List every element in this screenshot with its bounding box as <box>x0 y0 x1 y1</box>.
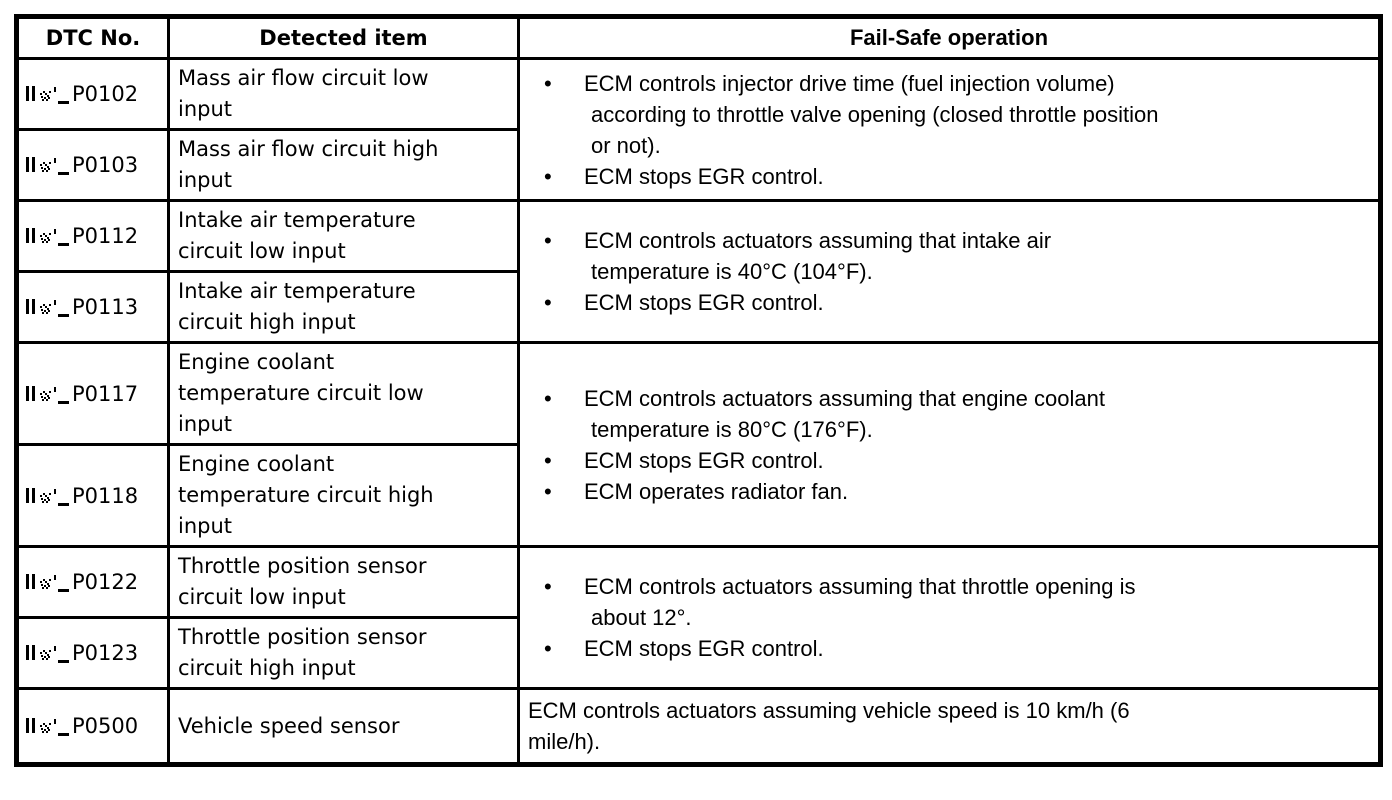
failsafe-text: ECM stops EGR control. <box>584 447 824 473</box>
dtc-code-cell: P0500 <box>15 687 170 766</box>
corrupted-prefix-icon <box>26 384 71 404</box>
corrupted-prefix-icon <box>26 572 71 592</box>
corrupted-prefix-icon <box>26 155 71 175</box>
failsafe-bullet-item: • ECM controls injector drive time (fuel… <box>540 68 1372 161</box>
failsafe-text: ECM controls actuators assuming that eng… <box>584 385 1105 442</box>
failsafe-bullet-item: • ECM stops EGR control. <box>540 633 1372 664</box>
corrupted-prefix-icon <box>26 716 71 736</box>
table-row: P0118 Engine coolant temperature circuit… <box>15 443 1381 548</box>
header-row: DTC No. Detected item Fail-Safe operatio… <box>15 15 1382 60</box>
bullet-icon: • <box>544 290 552 315</box>
bullet-icon: • <box>544 385 552 411</box>
bullet-icon: • <box>544 228 552 253</box>
dtc-code-cell: P0102 <box>15 57 170 131</box>
table-row: P0122 Throttle position sensor circuit l… <box>15 545 1382 690</box>
corrupted-prefix-icon <box>26 297 71 317</box>
failsafe-text: ECM operates radiator fan. <box>584 478 849 504</box>
table-row: P0102 Mass air flow circuit low input • … <box>15 57 1382 202</box>
column-header-failsafe: Fail-Safe operation <box>517 15 1382 60</box>
dtc-code: P0117 <box>72 381 139 406</box>
dtc-code: P0113 <box>72 295 139 319</box>
bullet-icon: • <box>544 447 552 473</box>
failsafe-bullet-item: • ECM controls actuators assuming that e… <box>540 383 1372 445</box>
bullet-icon: • <box>544 636 552 661</box>
failsafe-bullet-item: • ECM controls actuators assuming that t… <box>540 571 1372 633</box>
dtc-code: P0500 <box>72 714 139 738</box>
dtc-failsafe-table: DTC No. Detected item Fail-Safe operatio… <box>14 14 1383 767</box>
failsafe-bullet-item: • ECM controls actuators assuming that i… <box>540 225 1372 287</box>
failsafe-text: ECM stops EGR control. <box>584 290 824 315</box>
detected-item-cell: Engine coolant temperature circuit low i… <box>167 341 520 446</box>
dtc-code: P0118 <box>72 483 139 508</box>
dtc-code: P0102 <box>72 82 139 106</box>
failsafe-bullet-item: • ECM operates radiator fan. <box>540 476 1372 507</box>
failsafe-text: ECM stops EGR control. <box>584 636 824 661</box>
detected-item-cell: Mass air flow circuit high input <box>167 128 520 202</box>
failsafe-cell: ECM controls actuators assuming vehicle … <box>517 687 1382 766</box>
dtc-code: P0112 <box>72 224 139 248</box>
table-row: P0500 Vehicle speed sensor ECM controls … <box>15 687 1382 766</box>
dtc-code: P0103 <box>72 153 139 177</box>
failsafe-text: ECM controls injector drive time (fuel i… <box>584 70 1159 158</box>
detected-item-cell: Throttle position sensor circuit low inp… <box>167 545 520 619</box>
detected-item-cell: Mass air flow circuit low input <box>167 57 520 131</box>
table-row: P0113 Intake air temperature circuit hig… <box>15 270 1381 344</box>
dtc-code-cell: P0118 <box>15 443 170 548</box>
detected-item-cell: Throttle position sensor circuit high in… <box>167 616 520 690</box>
table-row: P0117 Engine coolant temperature circuit… <box>15 341 1382 548</box>
bullet-icon: • <box>544 574 552 599</box>
detected-item-cell: Intake air temperature circuit high inpu… <box>167 270 520 344</box>
failsafe-text: ECM controls actuators assuming that int… <box>584 228 1052 284</box>
bullet-icon: • <box>544 163 552 189</box>
failsafe-bullet-item: • ECM stops EGR control. <box>540 287 1372 318</box>
table-row: P0103 Mass air flow circuit high input <box>15 128 1381 202</box>
dtc-code-cell: P0113 <box>15 270 170 344</box>
table-row: P0112 Intake air temperature circuit low… <box>15 199 1382 344</box>
corrupted-prefix-icon <box>26 226 71 246</box>
column-header-dtc-no: DTC No. <box>15 15 170 60</box>
failsafe-cell: • ECM controls actuators assuming that e… <box>517 341 1382 548</box>
detected-item-cell: Engine coolant temperature circuit high … <box>167 443 520 548</box>
failsafe-text: ECM controls actuators assuming vehicle … <box>528 698 1130 754</box>
dtc-code-cell: P0103 <box>15 128 170 202</box>
column-header-detected-item: Detected item <box>167 15 520 60</box>
detected-item-cell: Intake air temperature circuit low input <box>167 199 520 273</box>
dtc-code-cell: P0112 <box>15 199 170 273</box>
dtc-code: P0122 <box>72 570 139 594</box>
corrupted-prefix-icon <box>26 643 71 663</box>
corrupted-prefix-icon <box>26 486 71 506</box>
detected-item-cell: Vehicle speed sensor <box>167 687 520 766</box>
failsafe-bullet-item: • ECM stops EGR control. <box>540 445 1372 476</box>
table-row: P0123 Throttle position sensor circuit h… <box>15 616 1381 690</box>
dtc-code: P0123 <box>72 641 139 665</box>
failsafe-text: ECM controls actuators assuming that thr… <box>584 574 1136 630</box>
dtc-code-cell: P0123 <box>15 616 170 690</box>
failsafe-cell: • ECM controls actuators assuming that t… <box>517 545 1382 690</box>
dtc-code-cell: P0117 <box>15 341 170 446</box>
dtc-code-cell: P0122 <box>15 545 170 619</box>
failsafe-bullet-item: • ECM stops EGR control. <box>540 161 1372 192</box>
failsafe-cell: • ECM controls injector drive time (fuel… <box>517 57 1382 202</box>
corrupted-prefix-icon <box>26 84 71 104</box>
failsafe-cell: • ECM controls actuators assuming that i… <box>517 199 1382 344</box>
failsafe-text: ECM stops EGR control. <box>584 163 824 189</box>
bullet-icon: • <box>544 70 552 96</box>
bullet-icon: • <box>544 478 552 504</box>
